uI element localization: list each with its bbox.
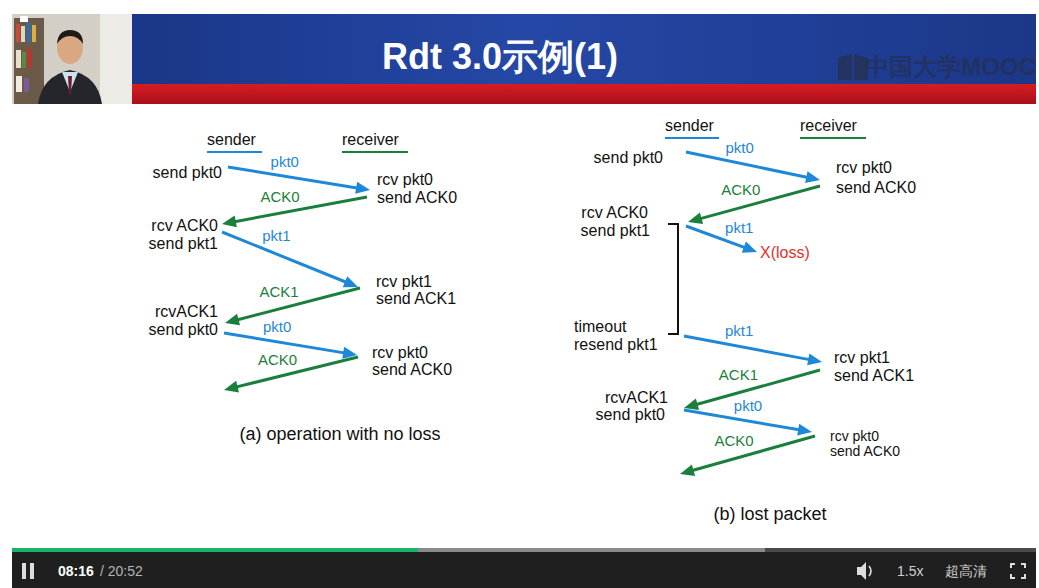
ack-label: ACK1	[259, 283, 298, 300]
ack-label: ACK1	[719, 366, 758, 383]
column-head: receiver	[800, 117, 857, 135]
column-head: sender	[665, 117, 714, 135]
event-text: rcv pkt0	[377, 171, 433, 189]
packet-label: pkt0	[725, 139, 753, 156]
event-text: rcv pkt0	[372, 344, 428, 362]
arrow-head	[225, 314, 240, 326]
arrow-shaft	[224, 333, 347, 353]
fullscreen-icon	[1011, 564, 1025, 578]
event-text: rcvACK1	[155, 303, 218, 321]
timeout-bracket	[668, 224, 678, 334]
packet-label: pkt0	[271, 153, 299, 170]
arrow-shaft	[228, 167, 360, 188]
message-arrow	[684, 336, 822, 365]
event-text: rcvACK1	[605, 389, 668, 407]
progress-bar	[12, 548, 418, 552]
message-arrow	[686, 152, 820, 183]
arrow-group	[222, 152, 822, 476]
arrow-shaft	[684, 336, 812, 360]
sender-underline	[207, 151, 262, 153]
packet-label: pkt1	[725, 219, 753, 236]
event-text: resend pkt1	[574, 336, 658, 354]
column-head: receiver	[342, 131, 399, 149]
event-text: send pkt0	[149, 321, 218, 339]
arrow-head	[224, 381, 239, 393]
receiver-underline	[800, 137, 866, 139]
loss-mark: X(loss)	[760, 244, 810, 262]
ack-label: ACK0	[258, 351, 297, 368]
event-text: send pkt0	[596, 406, 665, 424]
arrow-head	[222, 216, 237, 228]
subfigure-caption: (b) lost packet	[713, 504, 826, 525]
time-current: 08:16	[58, 563, 94, 579]
ack-label: ACK0	[714, 432, 753, 449]
arrow-head	[688, 213, 703, 225]
slide-title: Rdt 3.0示例(1)	[382, 36, 618, 77]
title-banner	[12, 14, 1036, 86]
slide-ground	[12, 14, 1036, 548]
red-stripe	[12, 84, 1036, 104]
watermark-logo	[838, 54, 868, 80]
ack-label: ACK0	[260, 188, 299, 205]
progress-track	[12, 548, 1036, 552]
arrow-head	[680, 464, 695, 476]
event-text: send pkt0	[153, 164, 222, 182]
pause-icon	[22, 563, 34, 579]
packet-label: pkt1	[262, 227, 290, 244]
event-text: rcv ACK0	[581, 204, 648, 222]
event-text: send ACK0	[830, 443, 900, 459]
event-text: send ACK0	[377, 189, 457, 207]
arrow-head	[805, 171, 820, 183]
event-text: rcv pkt0	[836, 159, 892, 177]
arrow-head	[684, 398, 699, 410]
event-text: send ACK1	[834, 367, 914, 385]
arrow-head	[797, 424, 812, 436]
event-text: send ACK0	[372, 361, 452, 379]
volume-icon	[857, 562, 871, 580]
buffer-bar	[12, 548, 765, 552]
sender-underline	[665, 137, 719, 139]
arrow-head	[807, 354, 822, 366]
presenter-thumbnail	[12, 14, 132, 104]
watermark: 中国大学MOOC	[865, 53, 1036, 81]
receiver-underline	[342, 151, 408, 153]
quality-button: 超高清	[945, 563, 987, 579]
event-text: send pkt1	[149, 235, 218, 253]
event-text: rcv ACK0	[151, 217, 218, 235]
event-text: send pkt0	[594, 149, 663, 167]
event-text: rcv pkt1	[834, 349, 890, 367]
control-bar	[12, 548, 1036, 588]
event-text: send pkt1	[581, 222, 650, 240]
packet-label: pkt0	[263, 318, 291, 335]
event-text: rcv pkt0	[830, 428, 879, 444]
event-text: rcv pkt1	[376, 273, 432, 291]
ack-label: ACK0	[721, 181, 760, 198]
column-head: sender	[207, 131, 256, 149]
arrow-head	[343, 276, 358, 287]
event-text: send ACK0	[836, 179, 916, 197]
time-total: / 20:52	[100, 563, 143, 579]
packet-label: pkt1	[725, 322, 753, 339]
arrow-head	[742, 242, 757, 253]
event-text: send ACK1	[376, 290, 456, 308]
subfigure-caption: (a) operation with no loss	[239, 424, 440, 445]
packet-label: pkt0	[734, 397, 762, 414]
arrow-head	[355, 182, 370, 194]
speed-button: 1.5x	[897, 563, 923, 579]
event-text: timeout	[574, 318, 626, 336]
